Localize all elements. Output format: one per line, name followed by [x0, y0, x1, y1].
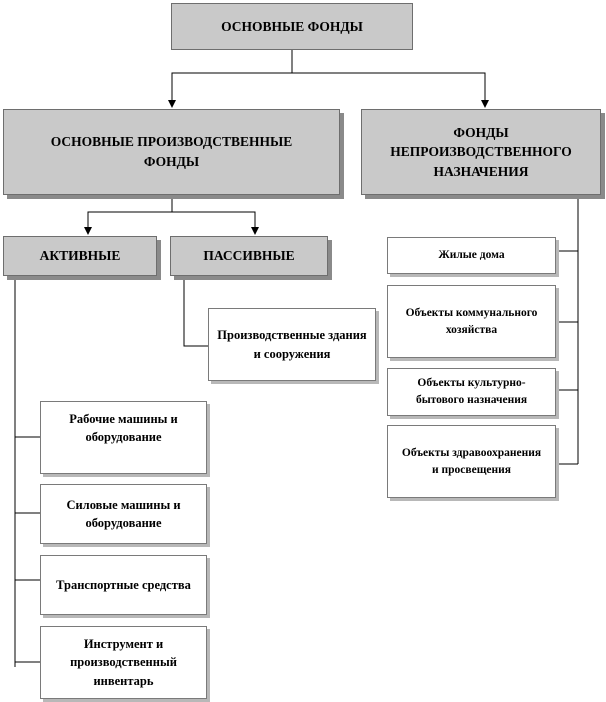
non-production-item: Объекты здравоохранения и просвещения [387, 425, 556, 498]
non-production-funds-node: ФОНДЫ НЕПРОИЗВОДСТВЕННОГО НАЗНАЧЕНИЯ [361, 109, 601, 195]
passive-node: ПАССИВНЫЕ [170, 236, 328, 276]
non-production-item: Объекты культурно-бытового назначения [387, 368, 556, 416]
passive-item: Производственные здания и сооружения [208, 308, 376, 381]
root-node: ОСНОВНЫЕ ФОНДЫ [171, 3, 413, 50]
active-item-label: Инструмент и производственный инвентарь [70, 637, 177, 688]
passive-item-label: Производственные здания и сооружения [217, 328, 367, 361]
root-connector-right [292, 72, 489, 108]
non-production-item: Жилые дома [387, 237, 556, 274]
production-connector-right [172, 211, 259, 235]
non-production-item: Объекты коммунального хозяйства [387, 285, 556, 358]
root-connector [168, 50, 293, 108]
active-item: Рабочие машины и оборудование [40, 401, 207, 474]
non-production-item-label: Объекты здравоохранения и просвещения [401, 446, 542, 476]
active-item: Инструмент и производственный инвентарь [40, 626, 207, 699]
active-label: АКТИВНЫЕ [39, 248, 121, 264]
root-label: ОСНОВНЫЕ ФОНДЫ [221, 18, 363, 34]
active-item-label: Силовые машины и оборудование [66, 497, 181, 530]
passive-label: ПАССИВНЫЕ [203, 248, 295, 264]
production-funds-label: ОСНОВНЫЕ ПРОИЗВОДСТВЕННЫЕ ФОНДЫ [50, 134, 293, 169]
production-connector [84, 195, 173, 235]
production-funds-node: ОСНОВНЫЕ ПРОИЗВОДСТВЕННЫЕ ФОНДЫ [3, 109, 340, 195]
active-node: АКТИВНЫЕ [3, 236, 157, 276]
non-production-item-label: Объекты коммунального хозяйства [405, 306, 538, 336]
active-item-label: Транспортные средства [56, 577, 191, 592]
non-production-item-label: Объекты культурно-бытового назначения [415, 377, 528, 406]
passive-connector [183, 276, 208, 347]
active-item: Силовые машины и оборудование [40, 484, 207, 544]
active-item: Транспортные средства [40, 555, 207, 615]
non-production-item-label: Жилые дома [438, 249, 505, 262]
non-production-funds-label: ФОНДЫ НЕПРОИЗВОДСТВЕННОГО НАЗНАЧЕНИЯ [390, 124, 572, 179]
active-item-label: Рабочие машины и оборудование [69, 412, 178, 445]
